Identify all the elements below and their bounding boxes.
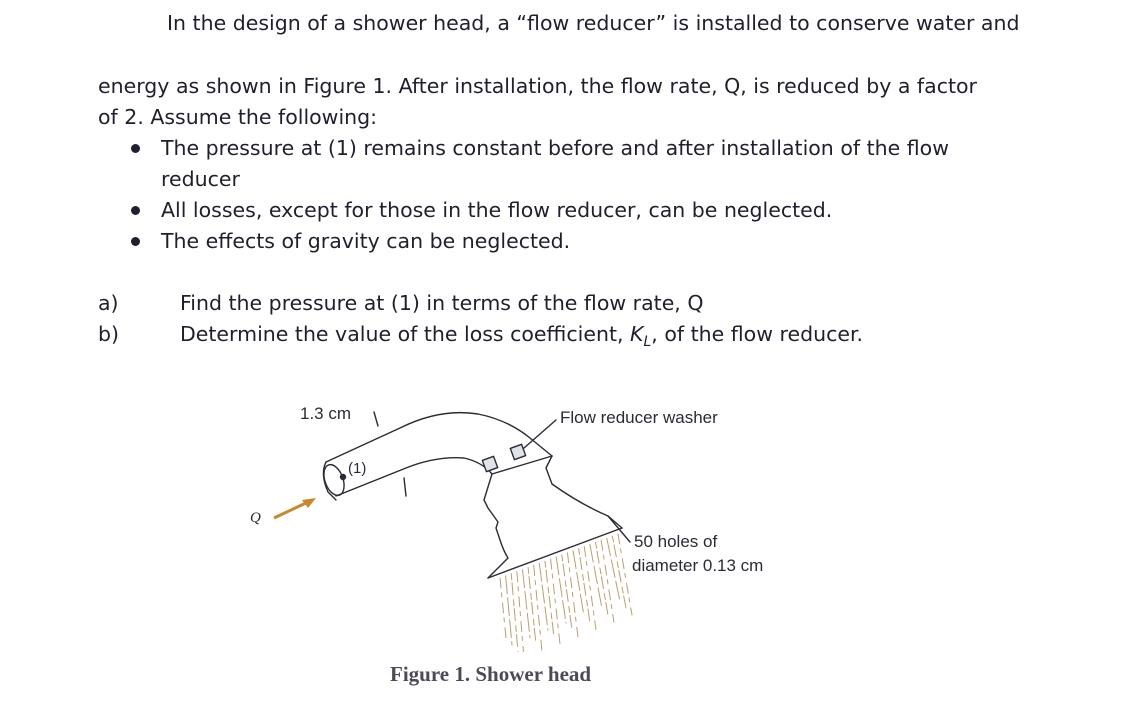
washer-leader [523, 419, 557, 449]
assumption-1-line-1: The pressure at (1) remains constant bef… [161, 136, 949, 160]
question-a-text: Find the pressure at (1) in terms of the… [180, 291, 704, 315]
question-b-text: Determine the value of the loss coeffici… [180, 321, 863, 350]
washer-label: Flow reducer washer [560, 408, 718, 427]
bullet-icon [131, 206, 140, 215]
spray-streak [527, 567, 537, 646]
diameter-leader [373, 411, 379, 427]
assumption-1-line-2: reducer [161, 167, 240, 191]
head-right-side [545, 455, 623, 529]
spray-streak [617, 533, 633, 616]
spray-streak [566, 552, 579, 638]
spray-streak [516, 571, 525, 660]
spray-streak [533, 564, 543, 652]
intro-line-3: of 2. Assume the following: [98, 105, 378, 129]
assumption-3: The effects of gravity can be neglected. [161, 229, 571, 253]
head-left-side [483, 473, 509, 579]
spray-streak [538, 562, 549, 631]
question-b-marker: b) [98, 322, 120, 346]
spray-streak [544, 560, 555, 638]
spray-streak [521, 569, 531, 639]
point-1-dot [339, 473, 347, 481]
holes-label-line-2: diameter 0.13 cm [632, 556, 764, 575]
spray-streak [499, 577, 507, 639]
figure-caption: Figure 1. Shower head [390, 662, 592, 686]
diameter-label: 1.3 cm [300, 404, 352, 423]
washer-left-block [481, 455, 499, 473]
spray-streak [611, 535, 627, 609]
intro-line-2: energy as shown in Figure 1. After insta… [98, 74, 977, 98]
bullet-icon [131, 237, 140, 246]
question-a-marker: a) [98, 291, 119, 315]
spray-streak [589, 543, 603, 609]
flow-rate-label: Q [250, 510, 261, 526]
pipe-upper-wall [325, 411, 553, 463]
shower-head-drawing [273, 411, 633, 660]
spray-streak [572, 550, 585, 617]
shower-head-figure: 1.3 cm (1) Q Flow reducer washer 50 hole… [230, 392, 830, 660]
question-b-text-after: , of the flow reducer. [651, 322, 864, 346]
spray-streak [561, 554, 573, 631]
flow-arrow [273, 498, 316, 520]
spray-streak [510, 573, 519, 653]
spray-streak [550, 558, 561, 645]
spray-streak [578, 548, 591, 624]
loss-coefficient-subscript: L [643, 334, 652, 350]
spray-streak [583, 546, 597, 631]
intro-line-1: In the design of a shower head, a “flow … [167, 11, 1020, 35]
holes-label-line-1: 50 holes of [634, 532, 718, 551]
spray-streak [505, 575, 513, 646]
assumption-2: All losses, except for those in the flow… [161, 198, 833, 222]
washer-seam [491, 455, 553, 475]
washer-right-block [509, 443, 527, 461]
spray-streak [555, 556, 567, 624]
spray-streak [595, 541, 609, 616]
spray-streak [606, 537, 621, 602]
loss-coefficient-symbol: K [630, 322, 644, 346]
point-1-label: (1) [348, 460, 367, 477]
head-face [487, 527, 623, 579]
water-spray [499, 533, 633, 660]
point-leader [403, 477, 407, 497]
holes-leader [607, 515, 631, 543]
question-b-text-before: Determine the value of the loss coeffici… [180, 322, 631, 346]
bullet-icon [131, 144, 140, 153]
spray-streak [600, 539, 615, 623]
